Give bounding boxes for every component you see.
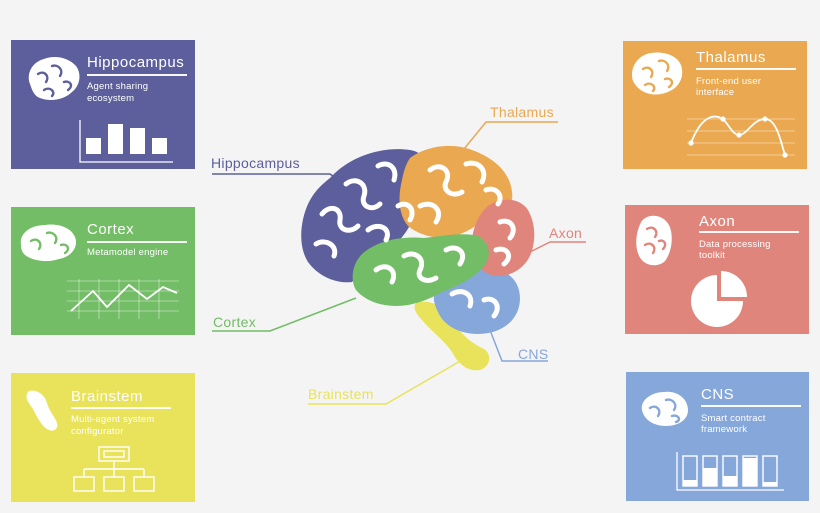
pie-chart-icon — [691, 271, 747, 327]
callout-thalamus: Thalamus — [490, 104, 554, 120]
leader-cortex — [212, 297, 357, 332]
bar-chart-icon — [79, 120, 173, 163]
card-description-line-2: toolkit — [699, 250, 726, 261]
card-title: Brainstem — [71, 388, 144, 405]
brain-icon — [28, 57, 80, 100]
brainstem-icon — [26, 390, 58, 431]
card-brainstem: Brainstem Multi-agent system configurato… — [11, 373, 195, 502]
brain-icon — [641, 391, 688, 426]
curve-chart-icon — [687, 115, 795, 158]
title-underline — [87, 74, 187, 76]
card-description-line-2: ecosystem — [87, 93, 135, 104]
card-hippocampus: Hippocampus Agent sharing ecosystem — [11, 40, 195, 169]
card-title: Hippocampus — [87, 54, 185, 71]
leader-thalamus — [454, 121, 558, 161]
brain-icon — [636, 215, 672, 266]
title-underline — [696, 68, 796, 70]
title-underline — [699, 231, 799, 233]
card-description-line-2: framework — [701, 424, 748, 435]
brain-brainstem — [414, 301, 490, 371]
card-title: Cortex — [87, 221, 135, 238]
card-title: Thalamus — [696, 49, 766, 66]
brain-icon — [20, 224, 77, 262]
card-cortex: Cortex Metamodel engine — [11, 207, 195, 335]
title-underline — [87, 241, 187, 243]
card-description-line-1: Data processing — [699, 239, 771, 250]
leader-axon — [529, 241, 586, 253]
leader-brainstem — [308, 359, 463, 405]
callout-hippocampus: Hippocampus — [211, 155, 300, 171]
card-axon: Axon Data processing toolkit — [625, 205, 809, 334]
card-description-line-2: interface — [696, 87, 735, 98]
title-underline — [71, 407, 171, 409]
card-cns: CNS Smart contract framework — [626, 372, 809, 501]
card-description-line-1: Front-end user — [696, 76, 762, 87]
card-description-line-1: Multi-agent system — [71, 414, 155, 425]
callout-cortex: Cortex — [213, 314, 257, 330]
brain-icon — [631, 52, 683, 95]
card-description-line-1: Smart contract — [701, 413, 766, 424]
card-description-line-1: Metamodel engine — [87, 247, 169, 258]
callout-brainstem: Brainstem — [308, 386, 374, 402]
level-bars-icon — [676, 452, 784, 491]
callout-axon: Axon — [549, 225, 583, 241]
card-description-line-1: Agent sharing — [87, 81, 149, 92]
title-underline — [701, 405, 801, 407]
leader-cns — [487, 324, 548, 362]
callout-cns: CNS — [518, 346, 549, 362]
card-description-line-2: configurator — [71, 426, 124, 437]
line-chart-icon — [67, 279, 179, 319]
org-chart-icon — [73, 446, 155, 492]
card-thalamus: Thalamus Front-end user interface — [623, 41, 807, 169]
card-title: CNS — [701, 386, 735, 403]
card-title: Axon — [699, 213, 736, 230]
